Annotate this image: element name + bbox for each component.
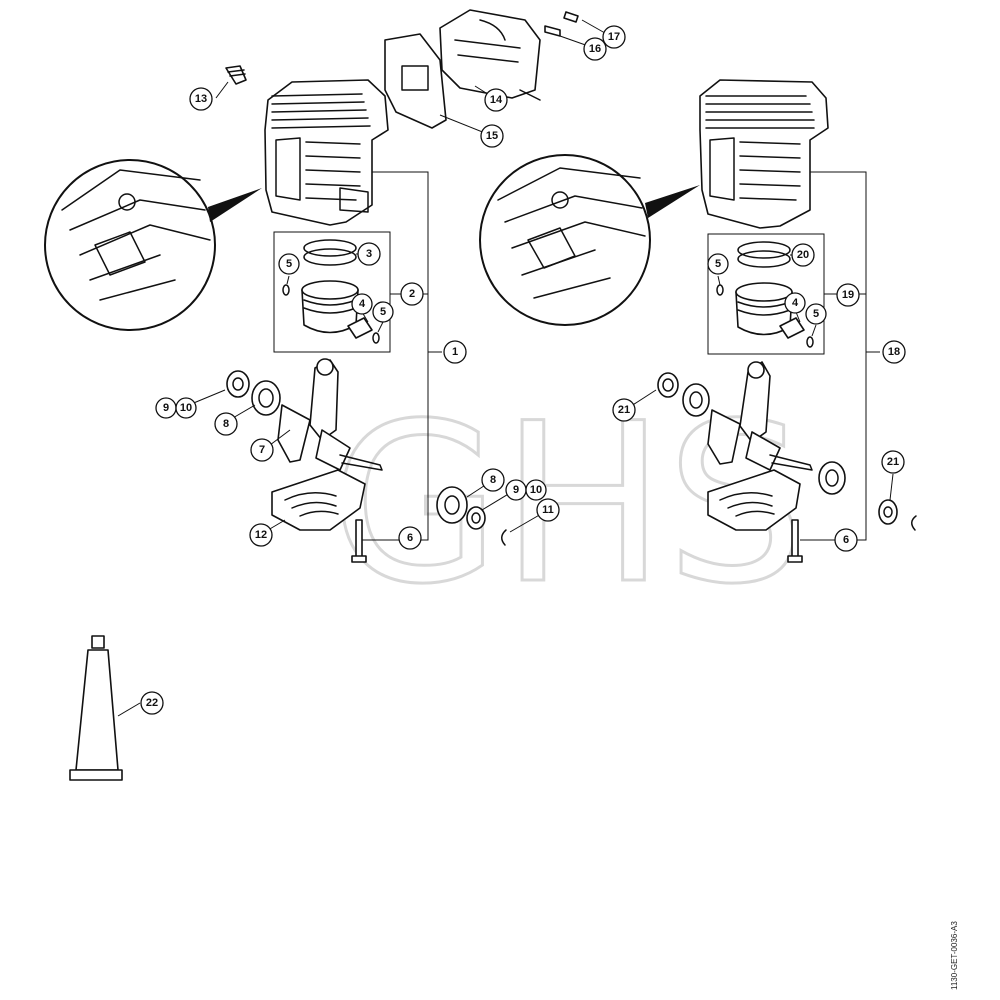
- plug-13: [225, 65, 247, 85]
- svg-text:7: 7: [259, 444, 265, 456]
- svg-text:22: 22: [146, 697, 158, 709]
- right-cylinder: [699, 79, 829, 229]
- svg-text:5: 5: [715, 258, 721, 270]
- callout-1: 1: [443, 340, 467, 364]
- svg-text:13: 13: [195, 93, 207, 105]
- callout-7: 7: [250, 438, 274, 462]
- right-crankshaft: [657, 361, 846, 495]
- callout-21: 21: [612, 398, 636, 422]
- callout-9: 9: [505, 479, 527, 501]
- callout-11: 11: [536, 498, 560, 522]
- callout-5: 5: [278, 253, 300, 275]
- screw-16: [544, 25, 561, 37]
- callout-4: 4: [784, 292, 806, 314]
- callout-18: 18: [882, 340, 906, 364]
- callout-20: 20: [791, 243, 815, 267]
- svg-text:2: 2: [409, 288, 415, 300]
- svg-text:21: 21: [887, 456, 899, 468]
- svg-text:20: 20: [797, 249, 809, 261]
- callout-3: 3: [357, 242, 381, 266]
- svg-text:19: 19: [842, 289, 854, 301]
- svg-text:8: 8: [223, 418, 229, 430]
- callouts: 1 2 3 4 5 5 6 7 8 8 9 10 9 10 11 12 13 1…: [140, 25, 906, 715]
- svg-text:5: 5: [380, 306, 386, 318]
- svg-text:4: 4: [359, 298, 366, 310]
- callout-14: 14: [484, 88, 508, 112]
- callout-19: 19: [836, 283, 860, 307]
- callout-22: 22: [140, 691, 164, 715]
- left-bolt-6: [351, 519, 367, 563]
- left-crankshaft: [226, 358, 383, 471]
- right-crankcase: [707, 469, 801, 531]
- svg-text:21: 21: [618, 404, 630, 416]
- callout-5: 5: [805, 303, 827, 325]
- svg-text:11: 11: [542, 504, 554, 516]
- svg-text:9: 9: [163, 402, 169, 414]
- callout-12: 12: [249, 523, 273, 547]
- callout-5: 5: [372, 301, 394, 323]
- svg-text:10: 10: [530, 484, 542, 496]
- callout-21: 21: [881, 450, 905, 474]
- svg-text:6: 6: [843, 534, 849, 546]
- left-magnifier: [44, 159, 262, 331]
- svg-text:5: 5: [286, 258, 292, 270]
- callout-16: 16: [583, 37, 607, 61]
- callout-10: 10: [525, 479, 547, 501]
- svg-text:3: 3: [366, 248, 372, 260]
- svg-text:4: 4: [792, 297, 799, 309]
- sealant-tube-22: [69, 635, 123, 781]
- svg-text:8: 8: [490, 474, 496, 486]
- left-piston-kit: [273, 231, 391, 353]
- callout-8: 8: [481, 468, 505, 492]
- right-circlip: [911, 515, 917, 531]
- svg-text:15: 15: [486, 130, 498, 142]
- svg-text:16: 16: [589, 43, 601, 55]
- left-bracket-line: [360, 171, 429, 541]
- callout-13: 13: [189, 87, 213, 111]
- left-crankcase: [271, 469, 366, 531]
- svg-text:17: 17: [608, 31, 620, 43]
- left-cylinder: [264, 79, 389, 226]
- callout-6: 6: [398, 526, 422, 550]
- svg-text:1: 1: [452, 346, 458, 358]
- callout-8: 8: [214, 412, 238, 436]
- screw-17: [563, 11, 579, 23]
- left-circlip-11: [501, 529, 507, 546]
- right-seal-21: [878, 499, 898, 525]
- gasket-15: [384, 33, 447, 129]
- left-seal-9-10: [466, 506, 486, 530]
- callout-15: 15: [480, 124, 504, 148]
- svg-text:12: 12: [255, 529, 267, 541]
- muffler-14: [439, 9, 541, 101]
- right-bracket-line: [800, 171, 867, 541]
- callout-4: 4: [351, 293, 373, 315]
- svg-text:5: 5: [813, 308, 819, 320]
- callout-6: 6: [834, 528, 858, 552]
- right-magnifier: [479, 154, 700, 326]
- left-bearing-8: [436, 486, 468, 524]
- callout-17: 17: [602, 25, 626, 49]
- right-bolt-6: [787, 519, 803, 563]
- svg-text:10: 10: [180, 402, 192, 414]
- callout-9: 9: [155, 397, 177, 419]
- svg-text:14: 14: [490, 94, 503, 106]
- drawing-code: 1130-GET-0036-A3: [950, 921, 959, 990]
- right-piston-kit: [707, 233, 825, 355]
- svg-text:18: 18: [888, 346, 900, 358]
- callout-5: 5: [707, 253, 729, 275]
- callout-10: 10: [175, 397, 197, 419]
- callout-2: 2: [400, 282, 424, 306]
- svg-text:6: 6: [407, 532, 413, 544]
- svg-text:9: 9: [513, 484, 519, 496]
